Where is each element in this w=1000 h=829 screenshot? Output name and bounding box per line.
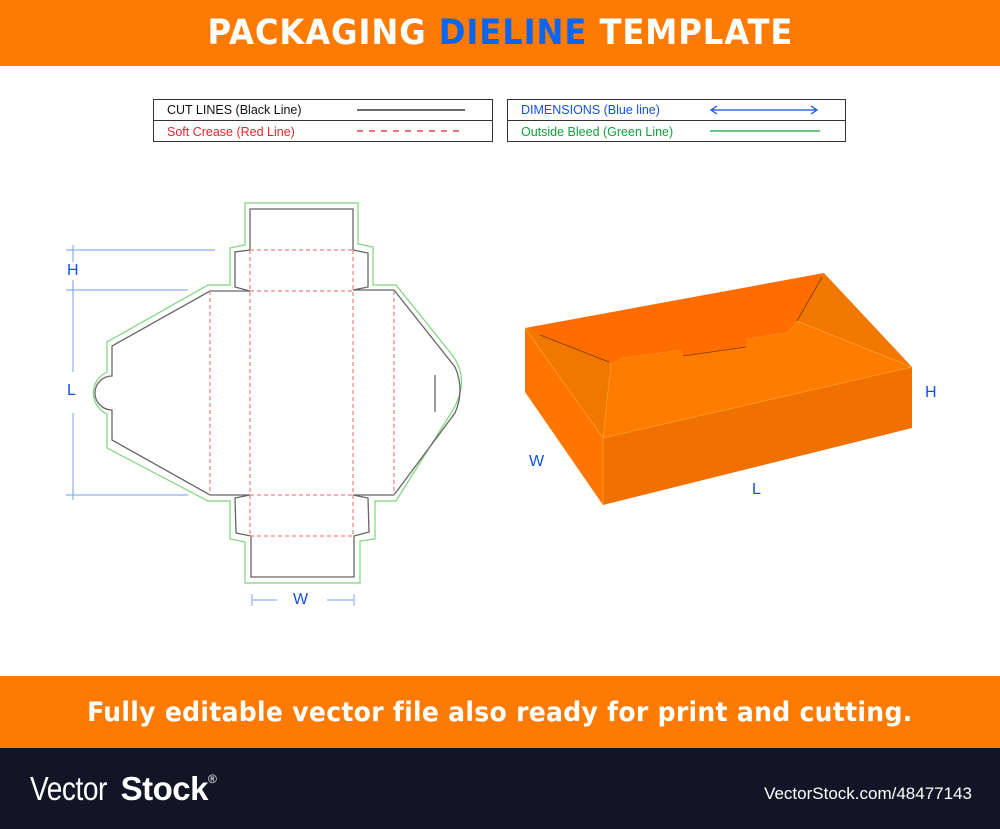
box-3d-illustration <box>524 273 913 505</box>
dashed-red-line-icon <box>357 130 465 132</box>
solid-green-line-icon <box>710 130 820 132</box>
dimension-lines <box>66 245 355 606</box>
footer-tagline: Fully editable vector file also ready fo… <box>87 696 913 728</box>
box-left-side <box>525 328 603 505</box>
legend-row-soft-crease: Soft Crease (Red Line) <box>154 121 492 142</box>
box-length-label: L <box>752 481 761 498</box>
legend-label-cut-lines: CUT LINES (Black Line) <box>167 103 302 117</box>
crease-lines <box>209 249 395 537</box>
legend-label-soft-crease: Soft Crease (Red Line) <box>167 124 295 139</box>
double-arrow-blue-icon <box>709 105 819 115</box>
brand-bar: Vector Stock® VectorStock.com/48477143 <box>0 748 1000 829</box>
box-back-inner <box>525 273 824 364</box>
footer-tagline-banner: Fully editable vector file also ready fo… <box>0 676 1000 748</box>
cut-outline <box>94 208 461 578</box>
box-right-flap <box>797 273 912 367</box>
box-left-flap <box>525 328 611 438</box>
solid-black-line-icon <box>357 109 465 111</box>
title-accent-dieline: DIELINE <box>438 13 587 53</box>
box-width-label: W <box>529 453 545 470</box>
logo-text-vector: Vector <box>30 770 107 807</box>
legend-row-cut-lines: CUT LINES (Black Line) <box>154 100 492 121</box>
image-url-link[interactable]: VectorStock.com/48477143 <box>764 784 972 803</box>
box-lid-top <box>603 321 912 438</box>
box-height-label: H <box>925 384 937 401</box>
registered-mark: ® <box>207 772 217 786</box>
dieline-width-label: W <box>293 591 309 608</box>
vectorstock-logo[interactable]: Vector Stock® <box>30 770 217 808</box>
dieline-height-label: H <box>67 262 79 279</box>
logo-text-stock: Stock <box>120 770 209 807</box>
legend-row-outside-bleed: Outside Bleed (Green Line) <box>508 121 845 142</box>
legend-label-outside-bleed: Outside Bleed (Green Line) <box>521 124 674 139</box>
legend-dimensions-bleed: DIMENSIONS (Blue line) Outside Bleed (Gr… <box>507 99 846 142</box>
header-banner: PACKAGING DIELINE TEMPLATE <box>0 0 1000 66</box>
title-part-template: TEMPLATE <box>586 13 793 53</box>
title-part-packaging: PACKAGING <box>207 13 439 53</box>
legend-label-dimensions: DIMENSIONS (Blue line) <box>521 103 660 117</box>
legend-row-dimensions: DIMENSIONS (Blue line) <box>508 100 845 121</box>
dieline-length-label: L <box>67 382 76 399</box>
page-title: PACKAGING DIELINE TEMPLATE <box>207 13 793 53</box>
bleed-outline <box>92 202 463 584</box>
box-front-side <box>603 367 912 505</box>
legend-cut-crease: CUT LINES (Black Line) Soft Crease (Red … <box>153 99 493 142</box>
